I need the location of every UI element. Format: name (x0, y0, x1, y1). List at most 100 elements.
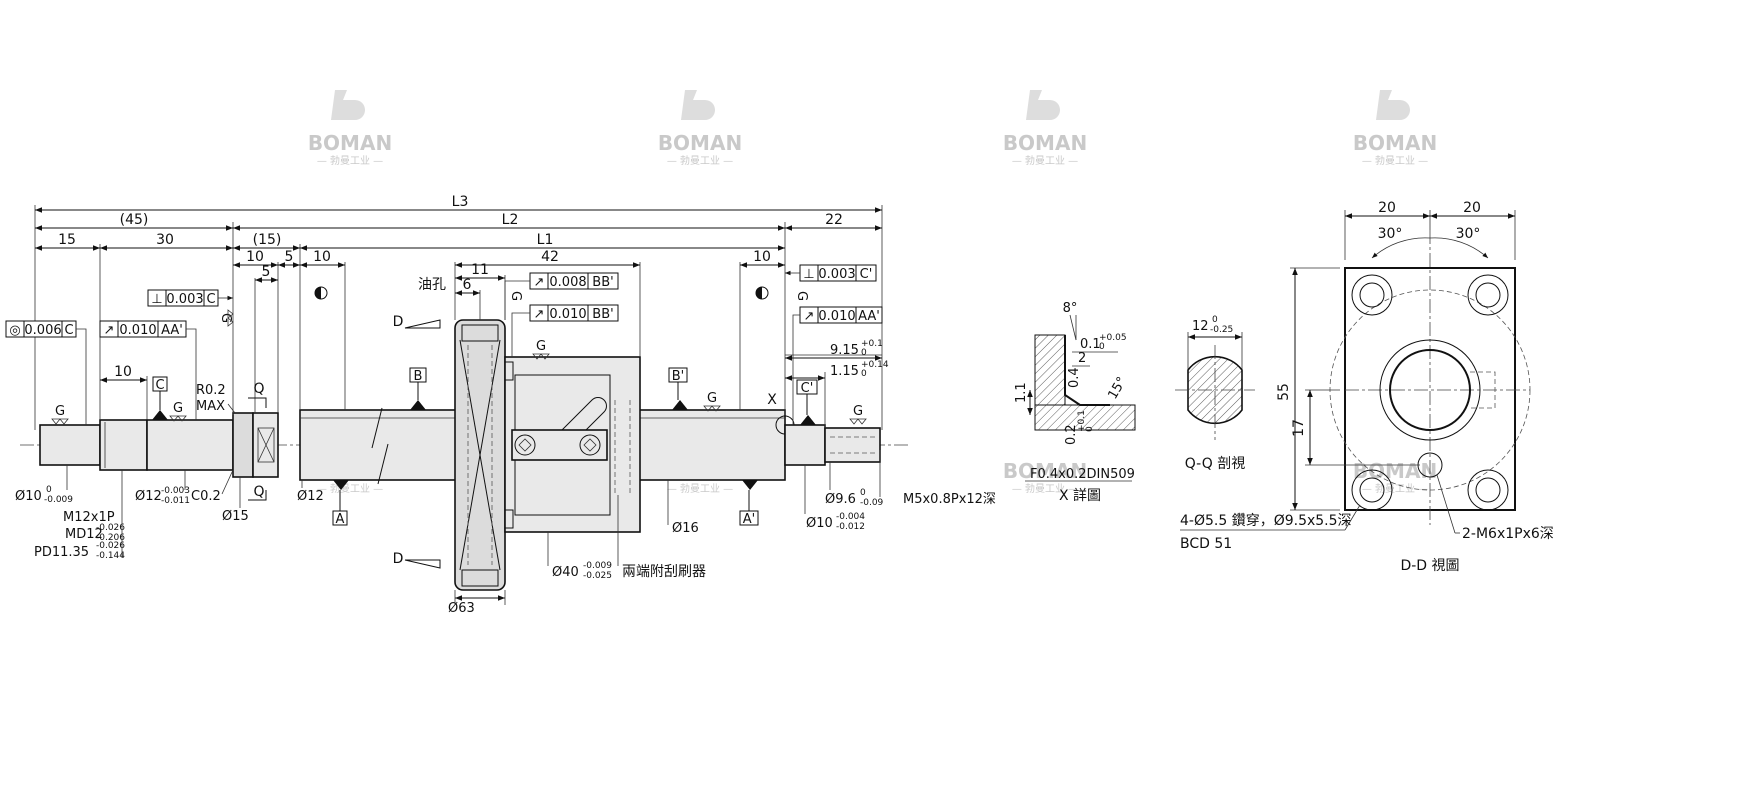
watermark-logo: BOMAN — 勃曼工业 — (1353, 90, 1437, 167)
svg-text:-0.206: -0.206 (96, 533, 125, 543)
gdt-concentricity: ◎ 0.006 C (5, 320, 87, 425)
svg-text:Q: Q (253, 381, 264, 397)
svg-text:↗: ↗ (804, 309, 815, 324)
svg-text:D: D (393, 551, 404, 567)
svg-text:20: 20 (1463, 200, 1481, 216)
svg-text:C: C (206, 292, 215, 307)
screw-shaft-right (634, 409, 786, 481)
svg-text:8°: 8° (1063, 301, 1078, 316)
svg-text:— 勃曼工业 —: — 勃曼工业 — (1012, 154, 1078, 167)
svg-text:BOMAN: BOMAN (658, 131, 742, 155)
svg-text:0.003: 0.003 (166, 292, 203, 307)
svg-text:-0.004: -0.004 (836, 512, 865, 522)
svg-text:0.010: 0.010 (119, 323, 156, 338)
svg-text:0.4: 0.4 (1067, 367, 1082, 388)
svg-text:L2: L2 (502, 212, 519, 228)
svg-text:— 勃曼工业 —: — 勃曼工业 — (667, 482, 733, 495)
svg-text:9.15: 9.15 (830, 343, 859, 358)
svg-text:D-D 視圖: D-D 視圖 (1400, 558, 1459, 574)
svg-text:D: D (393, 314, 404, 330)
gdt-runout-3: ↗ 0.010 BB' (511, 304, 619, 357)
svg-text:Ø10: Ø10 (15, 489, 42, 504)
svg-text:— 勃曼工业 —: — 勃曼工业 — (317, 154, 383, 167)
svg-text:+0.05: +0.05 (1099, 333, 1127, 343)
svg-text:A': A' (743, 512, 755, 527)
svg-text:X: X (767, 392, 777, 408)
svg-text:-0.003: -0.003 (161, 486, 190, 496)
svg-text:-0.25: -0.25 (1210, 325, 1233, 335)
svg-text:17: 17 (1291, 419, 1307, 437)
svg-text:B: B (414, 369, 423, 384)
svg-text:G: G (536, 339, 546, 354)
svg-text:0.008: 0.008 (549, 275, 586, 290)
svg-text:兩端附刮刷器: 兩端附刮刷器 (622, 564, 706, 580)
svg-text:0: 0 (1099, 342, 1105, 352)
top-dimensions: L3 (45) L2 22 15 30 (15) L1 10 5 (34, 194, 883, 430)
svg-text:-0.009: -0.009 (583, 561, 612, 571)
svg-text:0.006: 0.006 (24, 323, 61, 338)
svg-text:0: 0 (861, 369, 867, 379)
svg-text:L1: L1 (537, 232, 554, 248)
svg-text:-0.011: -0.011 (161, 496, 190, 506)
watermark-logo: BOMAN — 勃曼工业 — (1003, 459, 1087, 495)
svg-text:5: 5 (285, 249, 294, 265)
svg-text:↗: ↗ (534, 307, 545, 322)
svg-text:2: 2 (1078, 351, 1086, 366)
svg-text:-0.012: -0.012 (836, 522, 865, 532)
shaft-end-left (39, 424, 101, 466)
svg-text:— 勃曼工业 —: — 勃曼工业 — (1012, 482, 1078, 495)
gdt-perpendicularity-2: ⊥ 0.003 C' (785, 264, 877, 282)
svg-text:1.15: 1.15 (830, 364, 859, 379)
svg-text:↗: ↗ (104, 323, 115, 338)
svg-text:10: 10 (246, 249, 264, 265)
undercut-profile (1064, 335, 1110, 406)
svg-text:1.1: 1.1 (1014, 382, 1029, 403)
svg-text:BCD 51: BCD 51 (1180, 536, 1232, 552)
svg-text:F0.4x0.2DIN509: F0.4x0.2DIN509 (1030, 467, 1135, 482)
svg-text:G: G (853, 404, 863, 419)
svg-text:15: 15 (58, 232, 76, 248)
thread-m12 (99, 419, 148, 471)
surface-finish-marks: G G G G G G G G (51, 291, 867, 425)
svg-text:L3: L3 (452, 194, 469, 210)
svg-text:5: 5 (262, 264, 271, 280)
screw-hole (579, 434, 601, 456)
watermark-logo: BOMAN — 勃曼工业 — (658, 90, 742, 167)
svg-text:10: 10 (753, 249, 771, 265)
svg-text:11: 11 (471, 262, 489, 278)
shaft-end-d96 (824, 427, 881, 463)
svg-text:C0.2: C0.2 (191, 489, 221, 504)
svg-text:+0.14: +0.14 (861, 360, 889, 370)
svg-text:-0.09: -0.09 (860, 498, 884, 508)
svg-text:— 勃曼工业 —: — 勃曼工业 — (1362, 482, 1428, 495)
svg-text:55: 55 (1276, 383, 1292, 401)
svg-text:A: A (336, 512, 345, 527)
gdt-perpendicularity-1: ⊥ 0.003 C (147, 289, 233, 307)
view-d-d: 20 20 30° 30° 55 17 4-Ø5.5 鑽穿，Ø9.5x5.5深 … (1180, 200, 1554, 574)
gdt-runout-4: ↗ 0.010 AA' (792, 306, 883, 425)
svg-text:G: G (173, 401, 183, 416)
svg-text:0.010: 0.010 (818, 309, 855, 324)
detail-x: 8° 0.1 +0.05 0 2 0.4 15° 1.1 0.2 +0.1 0 … (1014, 301, 1136, 504)
svg-text:C': C' (860, 267, 873, 282)
svg-text:PD11.35: PD11.35 (34, 545, 89, 560)
svg-text:6: 6 (463, 277, 472, 293)
svg-text:⊥: ⊥ (803, 267, 814, 282)
svg-text:— 勃曼工业 —: — 勃曼工业 — (667, 154, 733, 167)
svg-text:0.003: 0.003 (818, 267, 855, 282)
svg-text:Ø12: Ø12 (135, 489, 162, 504)
svg-text:0.2: 0.2 (1064, 424, 1079, 445)
svg-text:30°: 30° (1378, 226, 1403, 242)
svg-text:C: C (155, 378, 164, 393)
svg-text:10: 10 (313, 249, 331, 265)
svg-text:BOMAN: BOMAN (1003, 459, 1087, 483)
nut-bore (1379, 339, 1481, 441)
svg-text:42: 42 (541, 249, 559, 265)
watermark-logo: BOMAN — 勃曼工业 — (1003, 90, 1087, 167)
svg-text:C: C (64, 323, 73, 338)
svg-text:BOMAN: BOMAN (1003, 131, 1087, 155)
svg-text:◎: ◎ (9, 323, 20, 338)
svg-text:B': B' (672, 369, 685, 384)
svg-text:15°: 15° (1105, 375, 1130, 402)
svg-text:AA': AA' (858, 309, 880, 324)
